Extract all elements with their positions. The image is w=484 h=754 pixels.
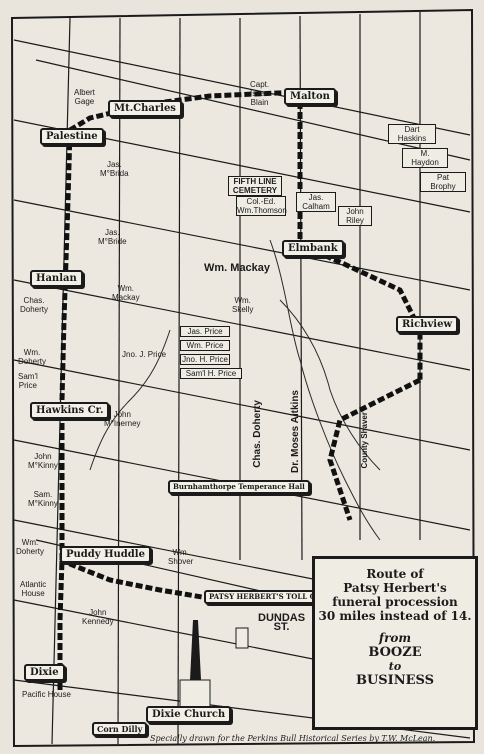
- banner-toll-gate: PATSY HERBERT'S TOLL GATE: [204, 590, 337, 604]
- label-wm-doherty-1: Wm. Doherty: [18, 348, 47, 366]
- box-jas-price: Jas. Price: [180, 326, 230, 337]
- banner-hanlan: Hanlan: [30, 270, 83, 287]
- label-john-mckinny: John M°Kinny: [28, 452, 58, 470]
- label-jno-j-price: Jno. J. Price: [122, 350, 167, 359]
- banner-richview: Richview: [396, 316, 459, 333]
- box-m-haydon: M. Haydon: [402, 148, 448, 168]
- legend-booze: BOOZE: [368, 645, 422, 660]
- church-icon: [179, 620, 249, 711]
- label-sam-mckinny: Sam. M°Kinny: [28, 490, 58, 508]
- legend-line-2: Patsy Herbert's: [343, 581, 447, 595]
- banner-burnhamthorpe: Burnhamthorpe Temperance Hall: [168, 480, 310, 494]
- label-wm-mackay-big: Wm. Mackay: [204, 262, 271, 274]
- banner-mt-charles: Mt.Charles: [108, 100, 182, 117]
- label-dundas-st: DUNDAS ST.: [258, 612, 306, 633]
- banner-palestine: Palestine: [40, 128, 104, 145]
- box-jno-h-price: Jno. H. Price: [180, 354, 230, 365]
- banner-malton: Malton: [284, 88, 336, 105]
- banner-dixie: Dixie: [24, 664, 65, 681]
- legend-to: to: [388, 660, 402, 673]
- label-pacific-house: Pacific House: [22, 690, 71, 699]
- box-wm-price: Wm. Price: [180, 340, 230, 351]
- label-wm-doherty-2: Wm. Doherty: [16, 538, 45, 556]
- banner-puddy-huddle: Puddy Huddle: [60, 546, 151, 563]
- box-saml-h-price: Sam'l H. Price: [180, 368, 242, 379]
- label-capt-isaac-blain: Capt. Isaac Blain: [250, 80, 270, 107]
- box-col-ed-thomson: Col.-Ed. Wm.Thomson: [236, 196, 287, 216]
- box-fifth-line-cemetery: FIFTH LINE CEMETERY: [228, 176, 282, 196]
- legend-box: Route of Patsy Herbert's funeral process…: [312, 556, 478, 730]
- legend-from: from: [378, 631, 412, 645]
- label-chas-doherty-1: Chas. Doherty: [20, 296, 49, 314]
- label-dr-moses-aitkins: Dr. Moses Aitkins: [290, 390, 301, 473]
- creeks: [89, 239, 381, 541]
- legend-business: BUSINESS: [355, 673, 435, 688]
- box-jas-calham: Jas. Calham: [296, 192, 336, 212]
- legend-line-4: 30 miles instead of 14.: [318, 609, 472, 623]
- label-albert-gage: Albert Gage: [74, 88, 95, 106]
- label-saml-price: Sam'l Price: [18, 372, 38, 390]
- banner-hawkins-cr: Hawkins Cr.: [30, 402, 110, 419]
- banner-corn-dilly: Corn Dilly: [92, 722, 148, 736]
- label-wm-shover: Wm. Shover: [168, 548, 194, 566]
- label-jas-mcbrida: Jas. M°Brida: [100, 160, 129, 178]
- map-caption: Specially drawn for the Perkins Bull His…: [150, 734, 436, 743]
- legend-line-3: funeral procession: [332, 595, 458, 609]
- box-john-riley: John Riley: [338, 206, 372, 226]
- label-wm-mackay: Wm. Mackay: [112, 284, 140, 302]
- label-john-kennedy: John Kennedy: [82, 608, 114, 626]
- label-chas-doherty-2: Chas. Doherty: [252, 400, 263, 468]
- label-county-shaver: County Shaver: [360, 412, 369, 469]
- box-dart-haskins: Dart Haskins: [388, 124, 436, 144]
- banner-dixie-church: Dixie Church: [146, 706, 232, 723]
- label-jas-mcbride: Jas. M°Bride: [98, 228, 127, 246]
- box-pat-brophy: Pat Brophy: [420, 172, 466, 192]
- banner-elmbank: Elmbank: [282, 240, 344, 257]
- label-atlantic-house: Atlantic House: [20, 580, 47, 598]
- label-wm-skelly: Wm. Skelly: [232, 296, 254, 314]
- label-john-mcinerney: John M°Inerney: [104, 410, 141, 428]
- legend-line-1: Route of: [366, 567, 424, 581]
